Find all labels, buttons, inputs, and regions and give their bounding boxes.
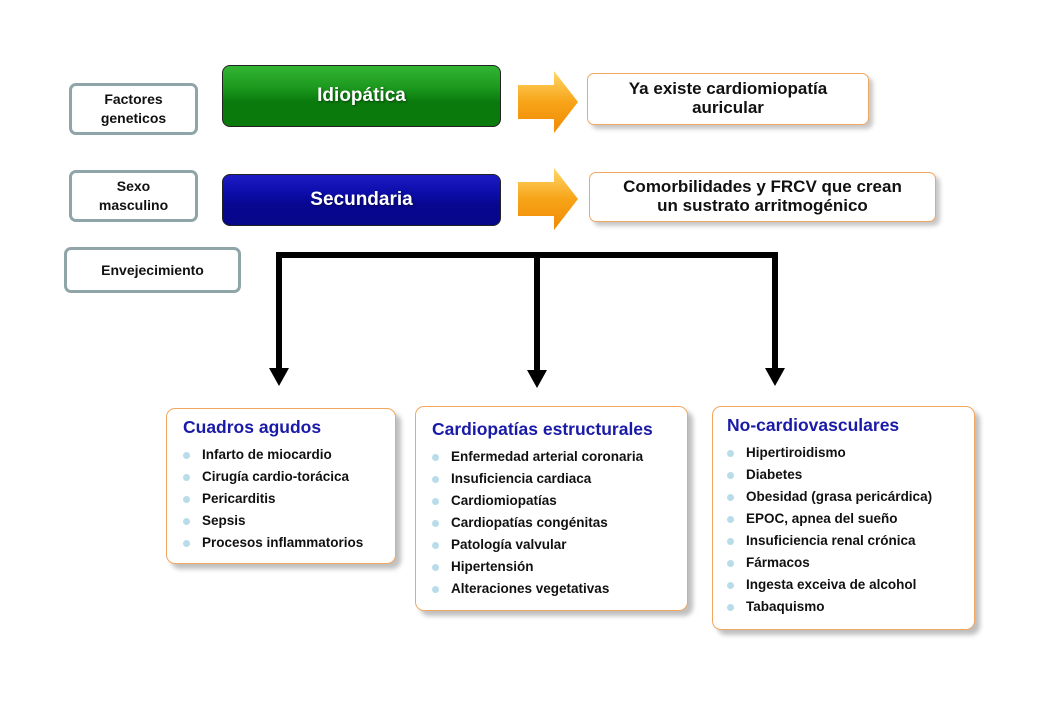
bullet-icon bbox=[727, 559, 734, 567]
bullet-icon bbox=[727, 603, 734, 611]
bullet-icon bbox=[727, 471, 734, 479]
bullet-icon bbox=[183, 451, 190, 459]
list-item: Hipertensión bbox=[432, 556, 677, 578]
list-item: Cardiopatías congénitas bbox=[432, 512, 677, 534]
bullet-icon bbox=[432, 541, 439, 549]
list-item: EPOC, apnea del sueño bbox=[727, 508, 964, 530]
bullet-icon bbox=[183, 473, 190, 481]
list-item: Hipertiroidismo bbox=[727, 442, 964, 464]
list-item: Diabetes bbox=[727, 464, 964, 486]
category-list: Infarto de miocardio Cirugía cardio-torá… bbox=[183, 444, 385, 554]
list-item: Ingesta exceiva de alcohol bbox=[727, 574, 964, 596]
category-title: No-cardiovasculares bbox=[727, 415, 900, 435]
list-item: Obesidad (grasa pericárdica) bbox=[727, 486, 964, 508]
list-item: Tabaquismo bbox=[727, 596, 964, 618]
list-item: Insuficiencia renal crónica bbox=[727, 530, 964, 552]
bullet-icon bbox=[727, 493, 734, 501]
category-title: Cuadros agudos bbox=[183, 417, 322, 437]
list-item: Cardiomiopatías bbox=[432, 490, 677, 512]
risk-factor-sexo: Sexo masculino bbox=[69, 170, 198, 222]
bullet-icon bbox=[432, 497, 439, 505]
list-item: Fármacos bbox=[727, 552, 964, 574]
bullet-icon bbox=[727, 449, 734, 457]
list-item: Cirugía cardio-torácica bbox=[183, 466, 385, 488]
bullet-icon bbox=[727, 537, 734, 545]
bullet-icon bbox=[183, 539, 190, 547]
bullet-icon bbox=[432, 475, 439, 483]
type-secundaria: Secundaria bbox=[222, 174, 501, 226]
list-item: Infarto de miocardio bbox=[183, 444, 385, 466]
result-secundaria: Comorbilidades y FRCV que crean un sustr… bbox=[589, 172, 936, 222]
bullet-icon bbox=[183, 517, 190, 525]
category-title: Cardiopatías estructurales bbox=[432, 419, 653, 439]
orange-arrow-2-icon bbox=[518, 168, 578, 230]
list-item: Insuficiencia cardiaca bbox=[432, 468, 677, 490]
list-item: Procesos inflammatorios bbox=[183, 532, 385, 554]
risk-factor-envejecimiento: Envejecimiento bbox=[64, 247, 241, 293]
bullet-icon bbox=[432, 453, 439, 461]
bullet-icon bbox=[432, 563, 439, 571]
category-cardiopatias-estructurales: Cardiopatías estructurales Enfermedad ar… bbox=[415, 406, 688, 611]
list-item: Enfermedad arterial coronaria bbox=[432, 446, 677, 468]
list-item: Patología valvular bbox=[432, 534, 677, 556]
bullet-icon bbox=[432, 519, 439, 527]
bullet-icon bbox=[727, 515, 734, 523]
category-list: Hipertiroidismo Diabetes Obesidad (grasa… bbox=[727, 442, 964, 618]
type-idiopatica: Idiopática bbox=[222, 65, 501, 127]
bullet-icon bbox=[183, 495, 190, 503]
arrowhead-middle-icon bbox=[527, 370, 547, 388]
list-item: Alteraciones vegetativas bbox=[432, 578, 677, 600]
arrowhead-left-icon bbox=[269, 368, 289, 386]
arrowhead-right-icon bbox=[765, 368, 785, 386]
connector-horizontal-bar bbox=[276, 252, 778, 372]
list-item: Sepsis bbox=[183, 510, 385, 532]
orange-arrow-1-icon bbox=[518, 71, 578, 133]
result-idiopatica: Ya existe cardiomiopatía auricular bbox=[587, 73, 869, 125]
category-list: Enfermedad arterial coronaria Insuficien… bbox=[432, 446, 677, 600]
category-no-cardiovasculares: No-cardiovasculares Hipertiroidismo Diab… bbox=[712, 406, 975, 630]
risk-factor-geneticos: Factores geneticos bbox=[69, 83, 198, 135]
list-item: Pericarditis bbox=[183, 488, 385, 510]
bullet-icon bbox=[432, 585, 439, 593]
bullet-icon bbox=[727, 581, 734, 589]
category-cuadros-agudos: Cuadros agudos Infarto de miocardio Ciru… bbox=[166, 408, 396, 564]
